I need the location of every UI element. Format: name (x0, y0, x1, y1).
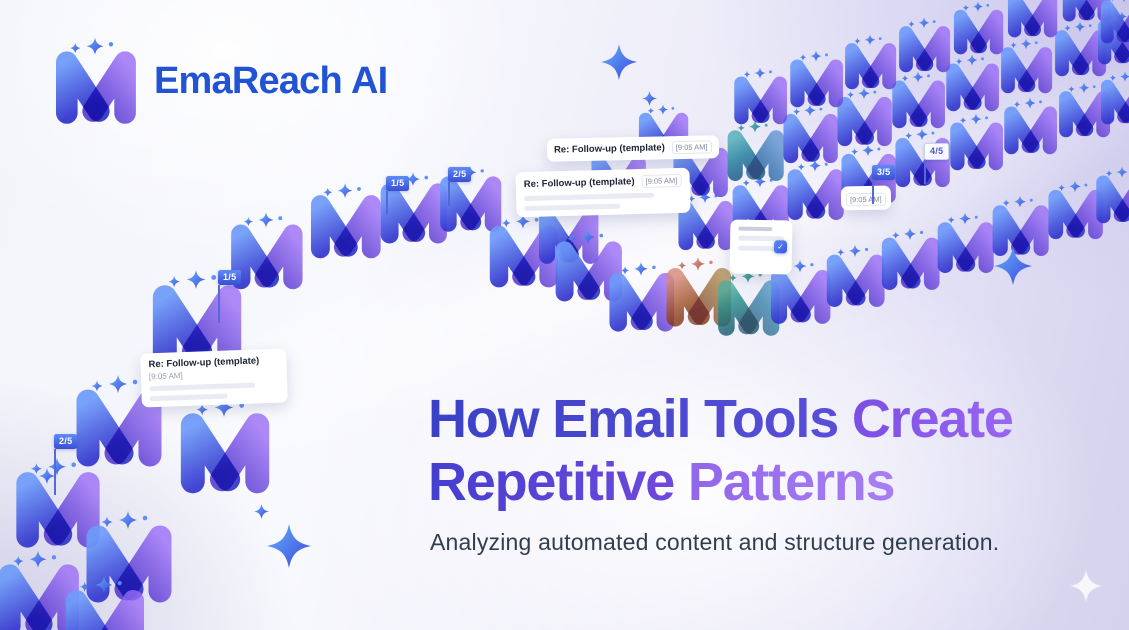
template-snippet-card: ✓ (729, 219, 793, 275)
sequence-badge: 2/5 (448, 164, 472, 206)
text-skeleton (524, 192, 655, 202)
brand-suffix-text: AI (350, 59, 388, 102)
email-subject: Re: Follow-up (template) (523, 176, 635, 191)
email-tooltip-card: Re: Follow-up (template) [9:05 AM] (515, 167, 691, 218)
email-timestamp: [9:05 AM] (845, 192, 886, 207)
check-icon: ✓ (777, 242, 784, 252)
sparkle-icon (641, 90, 657, 106)
sparkle-icon (267, 524, 311, 568)
email-timestamp: [9:05 AM] (148, 371, 183, 382)
emareach-logo-icon (1003, 0, 1061, 40)
text-skeleton (737, 245, 779, 252)
hero-copy: How Email Tools Create Repetitive Patter… (428, 388, 1093, 556)
card-row: Re: Follow-up (template) [9:05 AM] (523, 173, 682, 191)
sequence-badge: 1/5 (218, 267, 242, 323)
email-timestamp: [9:05 AM] (641, 173, 682, 188)
emareach-logo-icon (945, 111, 1007, 173)
sequence-badge: 2/5 (54, 431, 78, 495)
text-skeleton (149, 393, 228, 402)
badge-label: 1/5 (218, 270, 242, 285)
badge-label: 1/5 (386, 176, 410, 191)
emareach-logo-icon (949, 0, 1007, 57)
email-tooltip-card: Re: Follow-up (template) [9:05 AM] (140, 348, 288, 408)
text-skeleton (524, 203, 621, 212)
emareach-logo-icon (48, 34, 142, 128)
headline-part: Patterns (674, 451, 896, 512)
headline-part: Create (851, 389, 1014, 449)
text-skeleton (738, 226, 773, 232)
emareach-logo-icon (729, 65, 791, 127)
emareach-logo-icon (894, 15, 954, 75)
headline-part: Repetitive (428, 451, 675, 512)
badge-label: 2/5 (448, 167, 472, 182)
emareach-logo-icon (1091, 164, 1129, 226)
sequence-badge: 4/5 (924, 141, 950, 183)
brand-name-text: EmaReach (154, 59, 343, 102)
badge-label: 2/5 (54, 434, 78, 449)
sparkle-icon (1070, 570, 1102, 602)
badge-label: 4/5 (924, 143, 950, 160)
text-skeleton (149, 382, 256, 392)
sparkle-icon (601, 44, 637, 80)
emareach-logo-icon (1096, 0, 1129, 46)
sparkle-icon (994, 247, 1032, 285)
emareach-logo-icon (785, 48, 847, 110)
sequence-badge: 1/5 (386, 173, 410, 215)
emareach-logo-icon (840, 32, 900, 92)
subtitle: Analyzing automated content and structur… (430, 529, 1000, 556)
sparkle-icon (39, 468, 55, 484)
headline-part: How Email Tools (428, 389, 852, 449)
check-badge: ✓ (773, 240, 788, 254)
sparkle-icon (253, 503, 269, 519)
card-row: Re: Follow-up (template) [9:05 AM] (554, 140, 712, 156)
headline: How Email Tools Create Repetitive Patter… (428, 388, 1093, 513)
emareach-logo-icon (172, 394, 276, 498)
email-subject: Re: Follow-up (template) (553, 142, 665, 156)
emareach-logo-icon (999, 95, 1061, 157)
email-timestamp: [9:05 AM] (671, 140, 712, 155)
badge-label: 3/5 (872, 165, 896, 180)
sequence-badge: 3/5 (872, 162, 896, 204)
email-tooltip-card: Re: Follow-up (template) [9:05 AM] (546, 135, 719, 162)
emareach-logo-icon (58, 573, 150, 630)
timestamp-card: [9:05 AM] (840, 185, 891, 211)
